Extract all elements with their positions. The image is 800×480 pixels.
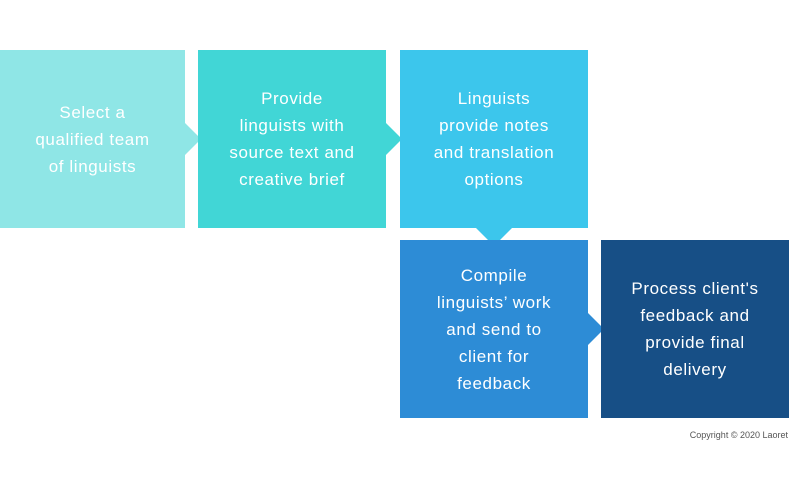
step-box-select-team: Select a qualified team of linguists [0,50,185,228]
step-box-provide-source: Provide linguists with source text and c… [198,50,386,228]
step-box-linguist-notes: Linguists provide notes and translation … [400,50,588,228]
step-label: Select a qualified team of linguists [35,102,150,176]
arrow-right-icon [185,123,201,155]
arrow-right-icon [588,313,604,345]
step-label: Linguists provide notes and translation … [433,89,555,189]
arrow-right-icon [386,123,402,155]
step-label: Provide linguists with source text and c… [229,89,355,189]
step-box-compile-work: Compile linguists’ work and send to clie… [400,240,588,418]
step-box-final-delivery: Process client's feedback and provide fi… [601,240,789,418]
step-label: Compile linguists’ work and send to clie… [436,265,552,393]
copyright-text: Copyright © 2020 Laoret [689,430,788,440]
step-label: Process client's feedback and provide fi… [631,279,759,379]
